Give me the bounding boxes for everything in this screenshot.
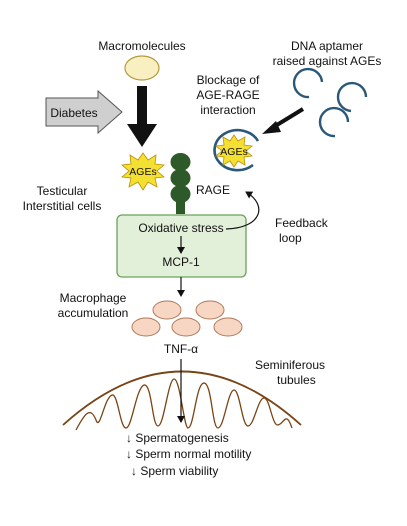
macrophage-cluster [131,300,243,337]
outcome-sperm-motility: ↓ Sperm normal motility [126,447,251,461]
aptamer-ages-complex: AGEs [213,128,260,172]
feedback-loop-arrow [225,191,260,230]
diabetes-label: Diabetes [50,106,97,120]
outcome-spermatogenesis: ↓ Spermatogenesis [126,431,229,445]
macrophage-label-line2: accumulation [58,306,129,320]
testicular-label-line1: Testicular [37,184,88,198]
seminiferous-epithelium-wave [75,378,293,431]
oxidative-stress-label: Oxidative stress [138,221,223,235]
aptamer-label-line1: DNA aptamer [291,39,363,53]
seminiferous-tubule-wall [62,370,302,426]
aptamer-label-line2: raised against AGEs [273,54,382,68]
feedback-label-line1: Feedback [275,216,329,230]
glycation-arrow [127,86,157,147]
blockage-label-line3: interaction [200,103,255,117]
tnf-alpha-label: TNF-α [164,342,198,356]
diabetes-block-arrow: Diabetes [45,89,123,135]
rage-receptor [170,153,191,214]
macromolecule-particle [124,55,160,81]
testicular-label-line2: Interstitial cells [23,199,102,213]
ages-burst: AGEs [121,152,165,191]
dna-aptamer-icons [292,67,368,138]
rage-label: RAGE [196,183,230,197]
macromolecules-label: Macromolecules [98,39,185,53]
feedback-label-line2: loop [279,231,302,245]
seminiferous-label-line1: Seminiferous [255,358,325,372]
blockage-arrow [262,107,305,134]
ages-label: AGEs [129,166,156,178]
macrophage-label-line1: Macrophage [60,291,127,305]
mcp1-label: MCP-1 [162,255,200,269]
seminiferous-label-line2: tubules [277,373,316,387]
outcome-sperm-viability: ↓ Sperm viability [131,464,218,478]
blockage-label-line2: AGE-RAGE [196,88,259,102]
blockage-label-line1: Blockage of [197,73,260,87]
aptamer-ages-label: AGEs [220,146,247,158]
